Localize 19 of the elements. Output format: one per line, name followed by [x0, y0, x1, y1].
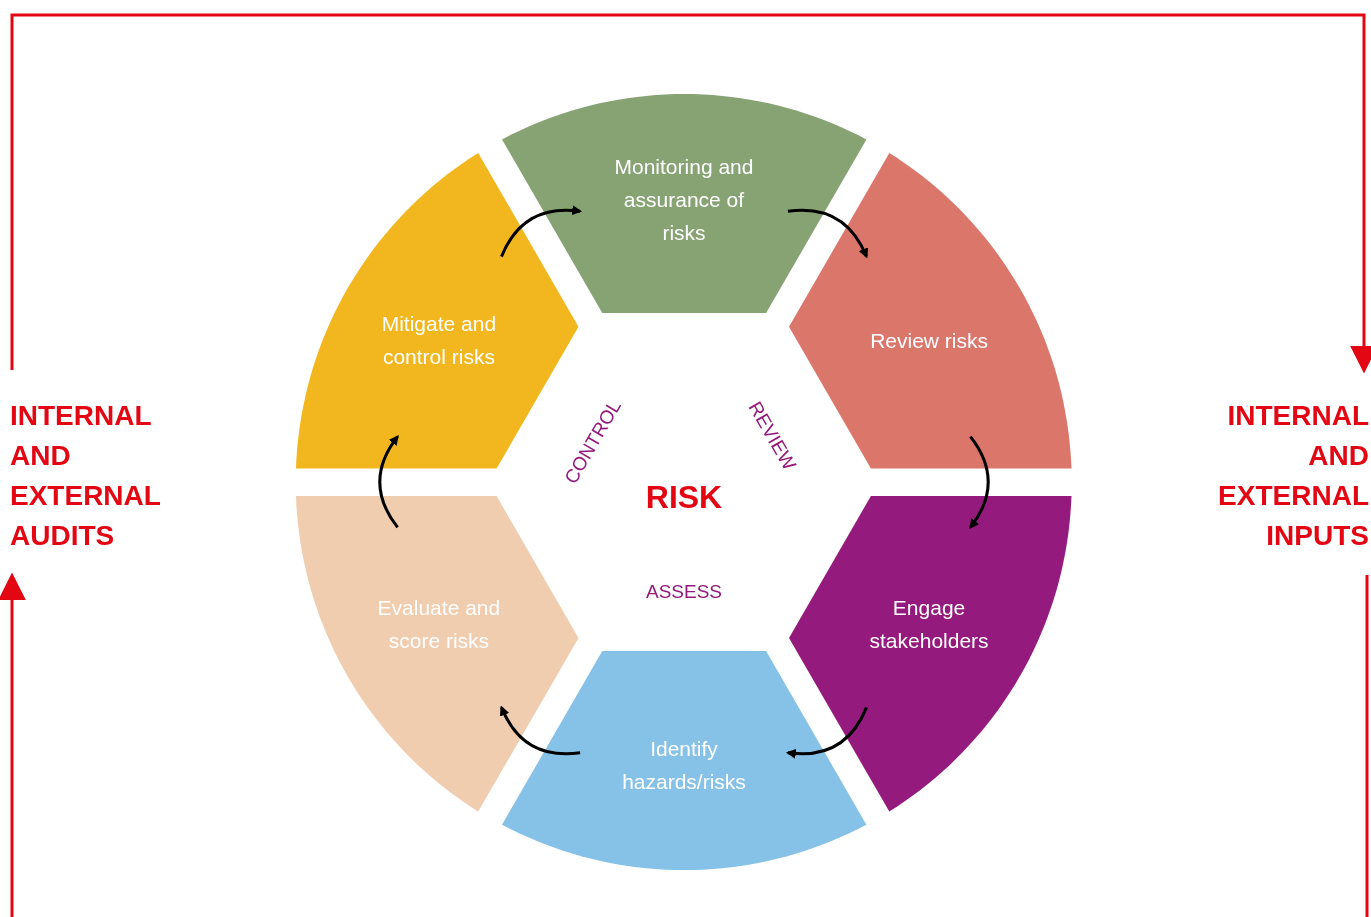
cycle-arrow	[378, 435, 399, 529]
phase-label: ASSESS	[646, 581, 722, 603]
flow-line	[10, 13, 1371, 374]
cycle-arrow	[969, 435, 990, 529]
cycle-arrow	[500, 205, 583, 258]
cycle-arrow	[500, 705, 581, 756]
cycle-arrow	[785, 706, 868, 759]
step-label: Review risks	[869, 328, 989, 354]
step-label: Mitigate and control risks	[380, 311, 498, 371]
flow-line	[0, 572, 26, 917]
side-heading: INTERNAL AND EXTERNAL AUDITS	[10, 396, 185, 556]
center-title: RISK	[645, 478, 723, 516]
cycle-arrow	[787, 208, 868, 259]
flow-line	[1365, 575, 1369, 917]
step-label: Monitoring and assurance of risks	[613, 153, 755, 246]
step-label: Engage stakeholders	[868, 594, 990, 654]
step-label: Identify hazards/risks	[621, 736, 747, 795]
step-label: Evaluate and score risks	[376, 594, 502, 654]
side-heading: INTERNAL AND EXTERNAL INPUTS	[1194, 396, 1369, 556]
